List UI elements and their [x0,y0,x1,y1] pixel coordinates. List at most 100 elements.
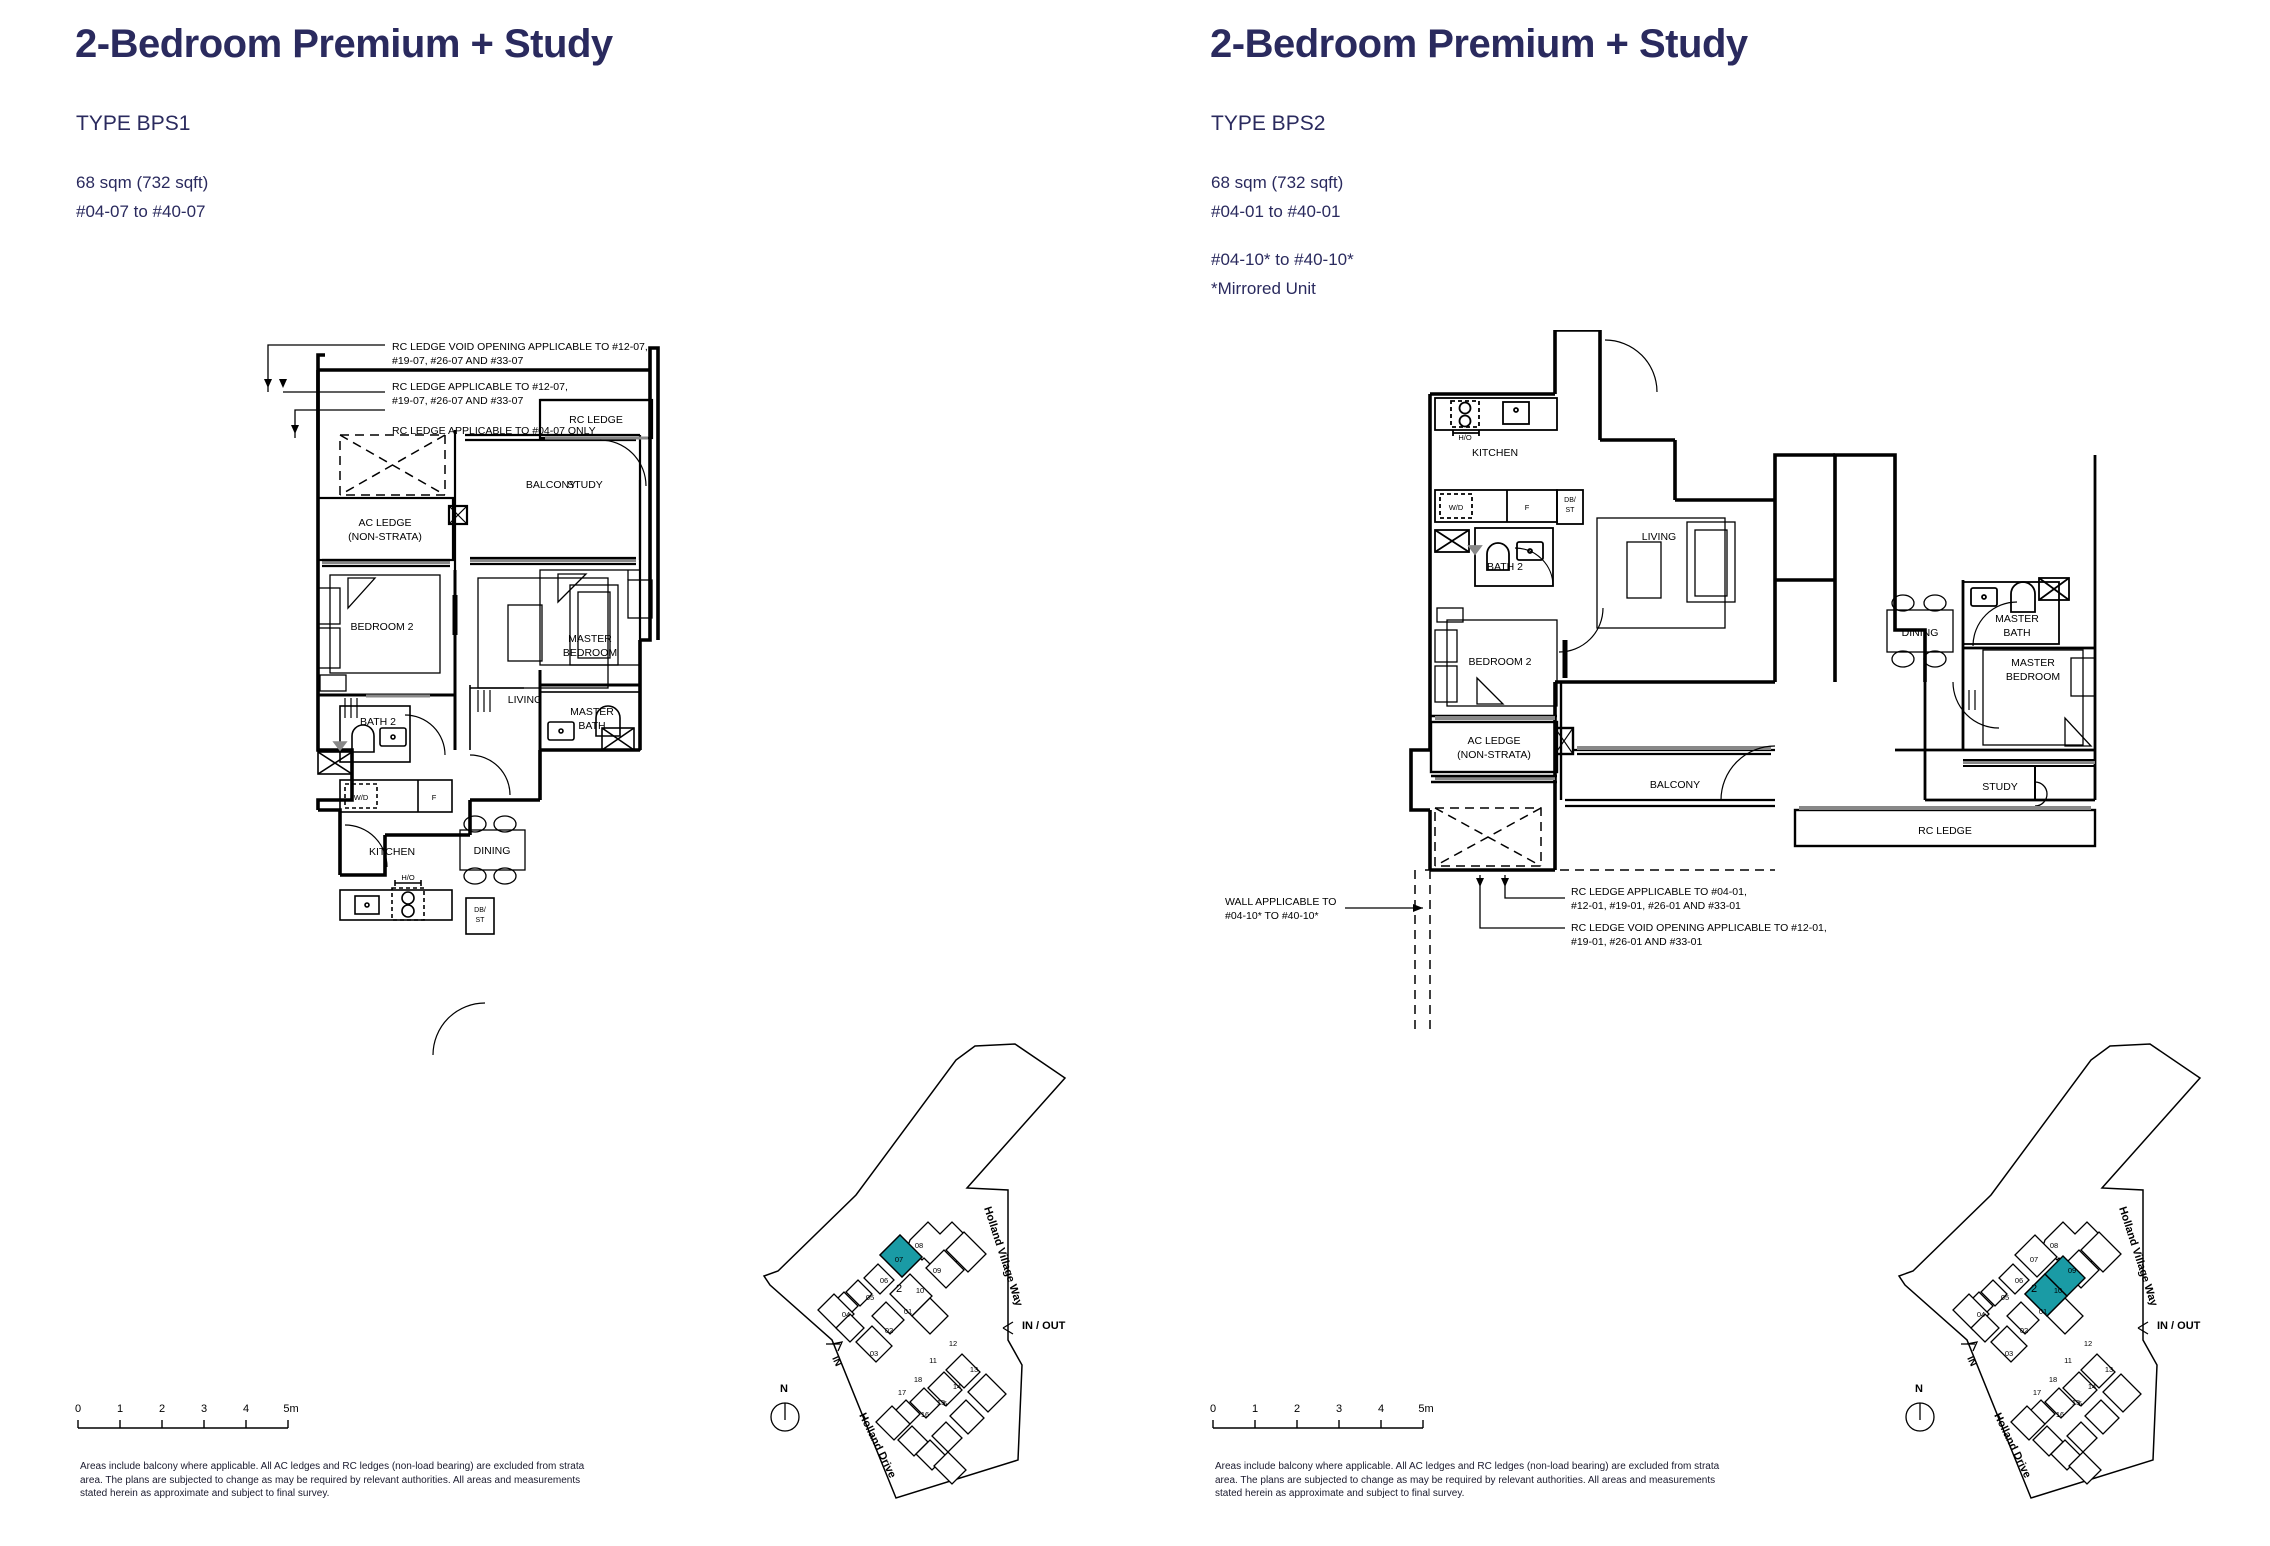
appliance-label-wd: W/D [1449,503,1464,512]
keyplan-unit-05: 05 [866,1293,874,1302]
room-label-study: STUDY [1982,781,2018,793]
room-label-bath-2: BATH 2 [1487,561,1523,573]
room-label-db-1: DB/ [474,907,486,914]
road-label-holland-village-way: Holland Village Way [981,1205,1025,1308]
scale-tick-5: 5m [283,1403,298,1415]
floorplan-panel-bps1: 2-Bedroom Premium + Study TYPE BPS1 68 s… [0,22,1135,1499]
scale-tick-2: 2 [1294,1403,1300,1415]
keyplan-unit-01: 01 [904,1307,912,1316]
keyplan-unit-15: 15 [937,1398,945,1407]
keyplan-block-2: 2 [896,1283,902,1295]
road-label-holland-village-way: Holland Village Way [2116,1205,2160,1308]
room-label-master-bedroom-2: BEDROOM [563,647,617,659]
north-label: N [780,1383,788,1395]
keyplan-unit-01: 01 [2039,1307,2047,1316]
callout-wall-line1: WALL APPLICABLE TO [1225,896,1336,908]
disclaimer-text-bps2: Areas include balcony where applicable. … [1215,1461,1720,1499]
unit-area-and-stack: 68 sqm (732 sqft) #04-01 to #40-01 [1211,168,1343,226]
room-label-kitchen: KITCHEN [1472,447,1518,459]
room-label-master-bedroom-1: MASTER [2011,657,2055,669]
keyplan-unit-16: 16 [921,1410,929,1419]
keyplan-unit-18: 18 [2049,1375,2057,1384]
keyplan-unit-02: 02 [885,1326,893,1335]
unit-mirror-info: #04-10* to #40-10* *Mirrored Unit [1211,245,1354,303]
room-label-kitchen: KITCHEN [369,846,415,858]
room-label-bedroom-2: BEDROOM 2 [350,621,413,633]
keyplan-unit-07: 07 [2030,1255,2038,1264]
appliance-label-wd: W/D [354,793,369,802]
appliance-label-f: F [1525,503,1530,512]
callout-rc-ledge-line2: #12-01, #19-01, #26-01 AND #33-01 [1571,900,1741,912]
scale-tick-0: 0 [1210,1403,1216,1415]
block-6-cluster [2010,1353,2142,1485]
callout-rc-ledge-04: RC LEDGE APPLICABLE TO #04-07 ONLY [392,425,596,437]
keyplan-unit-13: 13 [970,1365,978,1374]
unit-range: #04-07 to #40-07 [76,202,206,221]
appliance-label-f: F [432,793,437,802]
keyplan-block-6: 6 [943,1399,947,1408]
unit-range-mirror: #04-10* to #40-10* [1211,250,1354,269]
scale-tick-3: 3 [201,1403,207,1415]
keyplan-unit-17: 17 [2033,1388,2041,1397]
room-label-dining: DINING [1902,627,1939,639]
scale-tick-1: 1 [1252,1403,1258,1415]
scale-tick-1: 1 [117,1403,123,1415]
room-label-balcony: BALCONY [1650,779,1700,791]
keyplan-unit-18: 18 [914,1375,922,1384]
keyplan-unit-05: 05 [2001,1293,2009,1302]
floorplan-drawing-bps1: RC LEDGE VOID OPENING APPLICABLE TO #12-… [0,330,1135,1090]
unit-range: #04-01 to #40-01 [1211,202,1341,221]
keyplan-highlight-unit-10 [2044,1255,2086,1297]
room-label-master-bedroom-1: MASTER [568,633,612,645]
unit-type-label: TYPE BPS2 [1211,112,1326,135]
room-label-master-bath-2: BATH [2003,627,2030,639]
room-label-ac-ledge-sub: (NON-STRATA) [348,531,422,543]
disclaimer-text-bps1: Areas include balcony where applicable. … [80,1461,585,1499]
room-label-master-bath-2: BATH [578,720,605,732]
room-label-ac-ledge: AC LEDGE [358,517,411,529]
room-label-bedroom-2: BEDROOM 2 [1468,656,1531,668]
scale-tick-5: 5m [1418,1403,1433,1415]
keyplan-highlight-unit-07 [879,1234,923,1278]
callout-rc-void-line1: RC LEDGE VOID OPENING APPLICABLE TO #12-… [1571,922,1827,934]
room-label-rc-ledge: RC LEDGE [1918,825,1972,837]
keyplan-unit-14: 14 [953,1382,961,1391]
room-label-rc-ledge: RC LEDGE [569,414,623,426]
room-label-master-bath-1: MASTER [570,706,614,718]
keyplan-unit-09: 09 [2068,1266,2076,1275]
page-title: 2-Bedroom Premium + Study [1210,22,1748,66]
room-label-db-2: ST [1566,507,1576,514]
block-6-cluster [875,1353,1007,1485]
keyplan-unit-08: 08 [2050,1241,2058,1250]
unit-area-and-stack: 68 sqm (732 sqft) #04-07 to #40-07 [76,168,208,226]
keyplan-unit-11: 11 [2064,1356,2072,1365]
room-label-study: STUDY [567,479,603,491]
room-label-master-bath-1: MASTER [1995,613,2039,625]
keyplan-unit-06: 06 [880,1276,888,1285]
keyplan-unit-03: 03 [2005,1349,2013,1358]
keyplan-unit-06: 06 [2015,1276,2023,1285]
scale-tick-4: 4 [1378,1403,1384,1415]
mirror-note: *Mirrored Unit [1211,279,1316,298]
floorplan-panel-bps2: 2-Bedroom Premium + Study TYPE BPS2 68 s… [1135,0,2270,1546]
scale-tick-3: 3 [1336,1403,1342,1415]
room-label-dining: DINING [474,845,511,857]
keyplan-unit-07: 07 [895,1255,903,1264]
keyplan-unit-08: 08 [915,1241,923,1250]
marker-in: IN [1964,1355,1978,1369]
callout-rc-ledge-line2: #19-07, #26-07 AND #33-07 [392,395,524,407]
room-label-living: LIVING [508,694,542,706]
callout-rc-ledge-line1: RC LEDGE APPLICABLE TO #04-01, [1571,886,1747,898]
floorplan-drawing-bps2: KITCHEN W/D F DB/ ST H/O BATH 2 DINING M… [1135,330,2270,1090]
keyplan-unit-16: 16 [2056,1410,2064,1419]
room-label-db-2: ST [476,917,486,924]
room-label-ac-ledge: AC LEDGE [1467,735,1520,747]
scale-tick-4: 4 [243,1403,249,1415]
keyplan-unit-15: 15 [2072,1398,2080,1407]
room-label-living: LIVING [1642,531,1676,543]
scale-bar-bps1: 0 1 2 3 4 5m [70,1400,340,1440]
page-title: 2-Bedroom Premium + Study [75,22,613,66]
keyplan-block-6: 6 [2078,1399,2082,1408]
marker-in-out: IN / OUT [2157,1320,2201,1332]
keyplan-unit-12: 12 [949,1339,957,1348]
